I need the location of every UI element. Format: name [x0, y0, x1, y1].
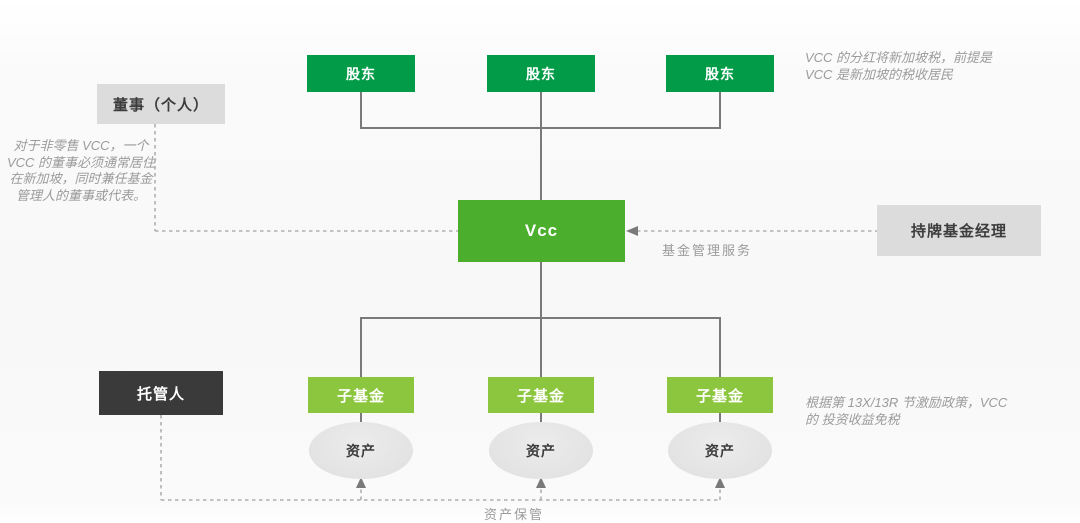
director-note: 对于非零售 VCC，一个 VCC 的董事必须通常居住 在新加坡，同时兼任基金 管… — [6, 138, 156, 203]
director-dashed-line — [154, 124, 458, 232]
fund-manager-dashed-arrow — [626, 226, 877, 236]
director-box: 董事（个人） — [97, 84, 225, 124]
vcc-box: Vcc — [458, 200, 625, 262]
asset-ellipse-3: 资产 — [668, 422, 772, 479]
shareholder-box-3: 股东 — [666, 55, 774, 92]
subfund-box-1: 子基金 — [308, 377, 414, 413]
shareholder-box-2: 股东 — [487, 55, 595, 92]
subfund-box-3: 子基金 — [667, 377, 773, 413]
shareholder-tree-lines — [360, 92, 721, 200]
dividend-tax-note: VCC 的分红将新加坡税，前提是 VCC 是新加坡的税收居民 — [805, 50, 993, 82]
asset-ellipse-1: 资产 — [309, 422, 413, 479]
subfund-box-2: 子基金 — [488, 377, 594, 413]
custodian-dashed-arrows — [160, 415, 725, 501]
fund-manager-box: 持牌基金经理 — [877, 205, 1041, 256]
asset-ellipse-2: 资产 — [489, 422, 593, 479]
tax-incentive-note: 根据第 13X/13R 节激励政策，VCC 的 投资收益免税 — [805, 395, 1008, 427]
shareholder-box-1: 股东 — [307, 55, 415, 92]
fund-mgmt-service-label: 基金管理服务 — [662, 243, 753, 258]
custodian-box: 托管人 — [99, 371, 223, 415]
asset-custody-label: 资产保管 — [484, 507, 545, 522]
